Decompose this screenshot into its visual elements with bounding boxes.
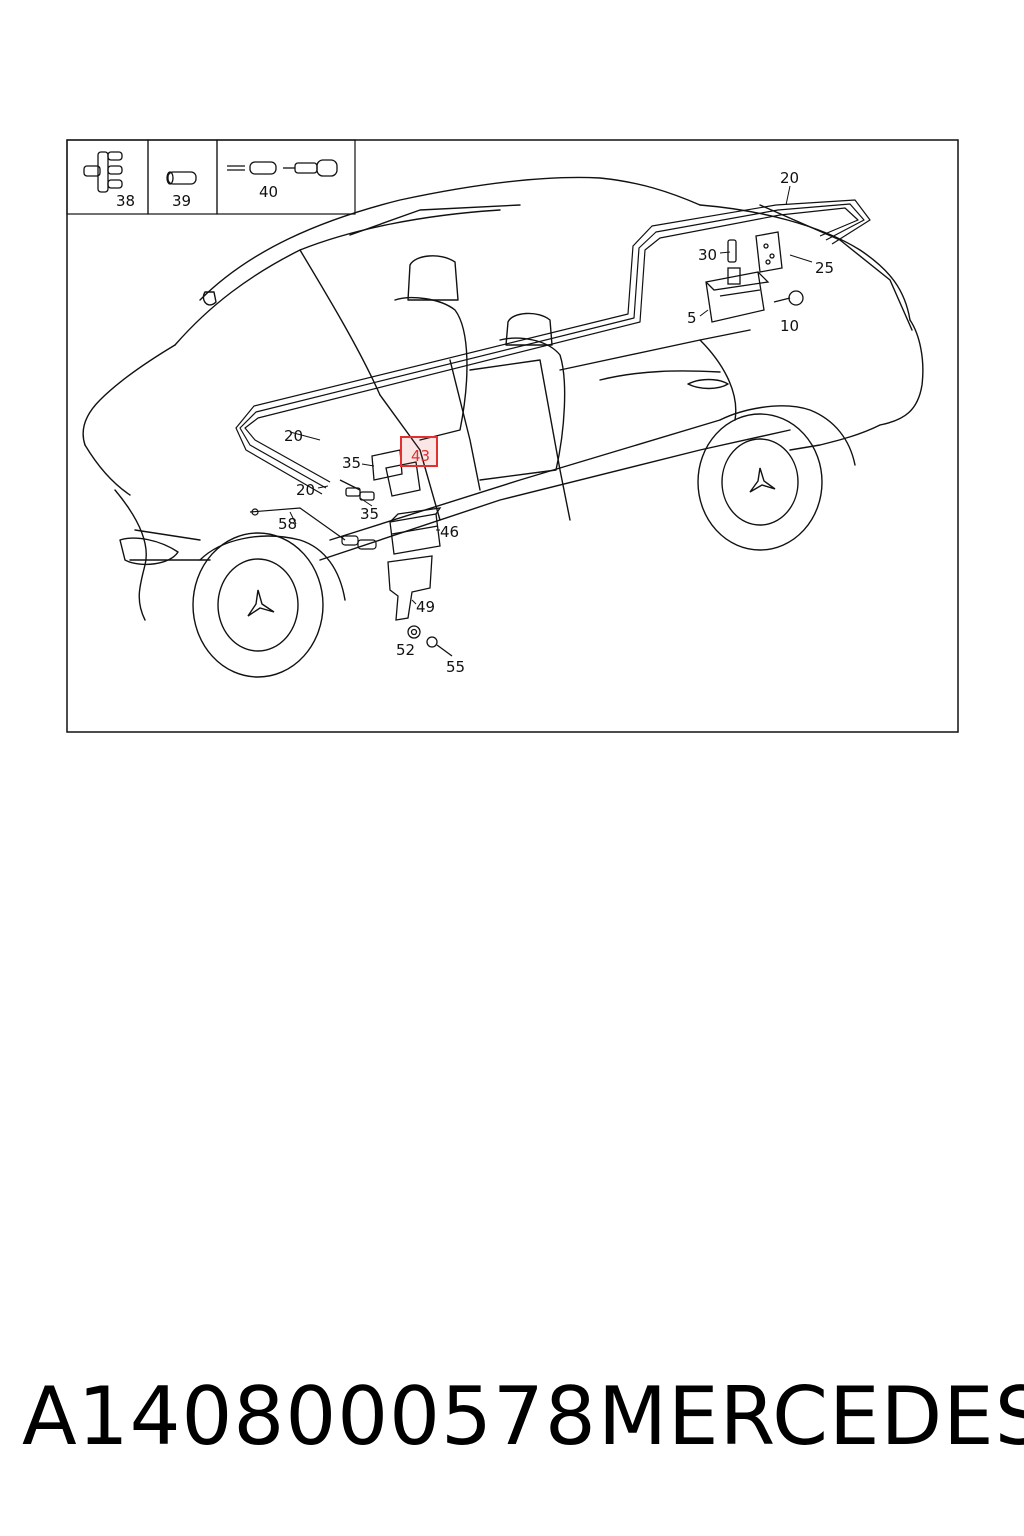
rear-wheel	[697, 413, 823, 551]
pump-unit	[705, 267, 770, 323]
callout-20-middle: 20	[284, 427, 303, 445]
diagram-frame	[66, 139, 959, 733]
callout-5: 5	[687, 309, 697, 327]
callout-25: 25	[815, 259, 834, 277]
vacuum-lines	[235, 199, 871, 495]
parts-diagram: 38 39 40 20 30 25 5 10 20 35 43 20 35 58…	[66, 139, 959, 733]
callout-49: 49	[416, 598, 435, 616]
callout-30: 30	[698, 246, 717, 264]
bolt-10	[773, 290, 804, 306]
sleeve-icon	[166, 171, 197, 185]
bracket-25	[755, 231, 783, 273]
callout-52: 52	[396, 641, 415, 659]
highlight-box	[400, 436, 438, 467]
callout-39: 39	[172, 192, 191, 210]
screw-55	[426, 636, 453, 657]
callout-40: 40	[259, 183, 278, 201]
callout-35-lower: 35	[360, 505, 379, 523]
callout-38: 38	[116, 192, 135, 210]
callout-20-top: 20	[780, 169, 799, 187]
callout-58: 58	[278, 515, 297, 533]
callout-20-lower: 20	[296, 481, 315, 499]
callout-10: 10	[780, 317, 799, 335]
part-number: A1408000578	[22, 1370, 597, 1463]
callout-35-upper: 35	[342, 454, 361, 472]
t-connector-icon	[83, 151, 123, 193]
nut-52	[407, 625, 421, 639]
front-wheel	[192, 532, 324, 678]
callout-43: 43	[411, 447, 430, 465]
valve-30	[727, 239, 737, 263]
coupling-icon	[227, 159, 338, 177]
brand-name: MERCEDES	[598, 1370, 1024, 1463]
inset-boxes	[66, 139, 356, 215]
leader-lines	[289, 185, 813, 605]
actuator-cluster	[339, 449, 421, 501]
bracket-49	[387, 555, 433, 621]
reservoir-46	[389, 507, 442, 555]
callout-46: 46	[440, 523, 459, 541]
callout-55: 55	[446, 658, 465, 676]
car-outline	[82, 176, 924, 621]
line-58	[249, 507, 377, 550]
